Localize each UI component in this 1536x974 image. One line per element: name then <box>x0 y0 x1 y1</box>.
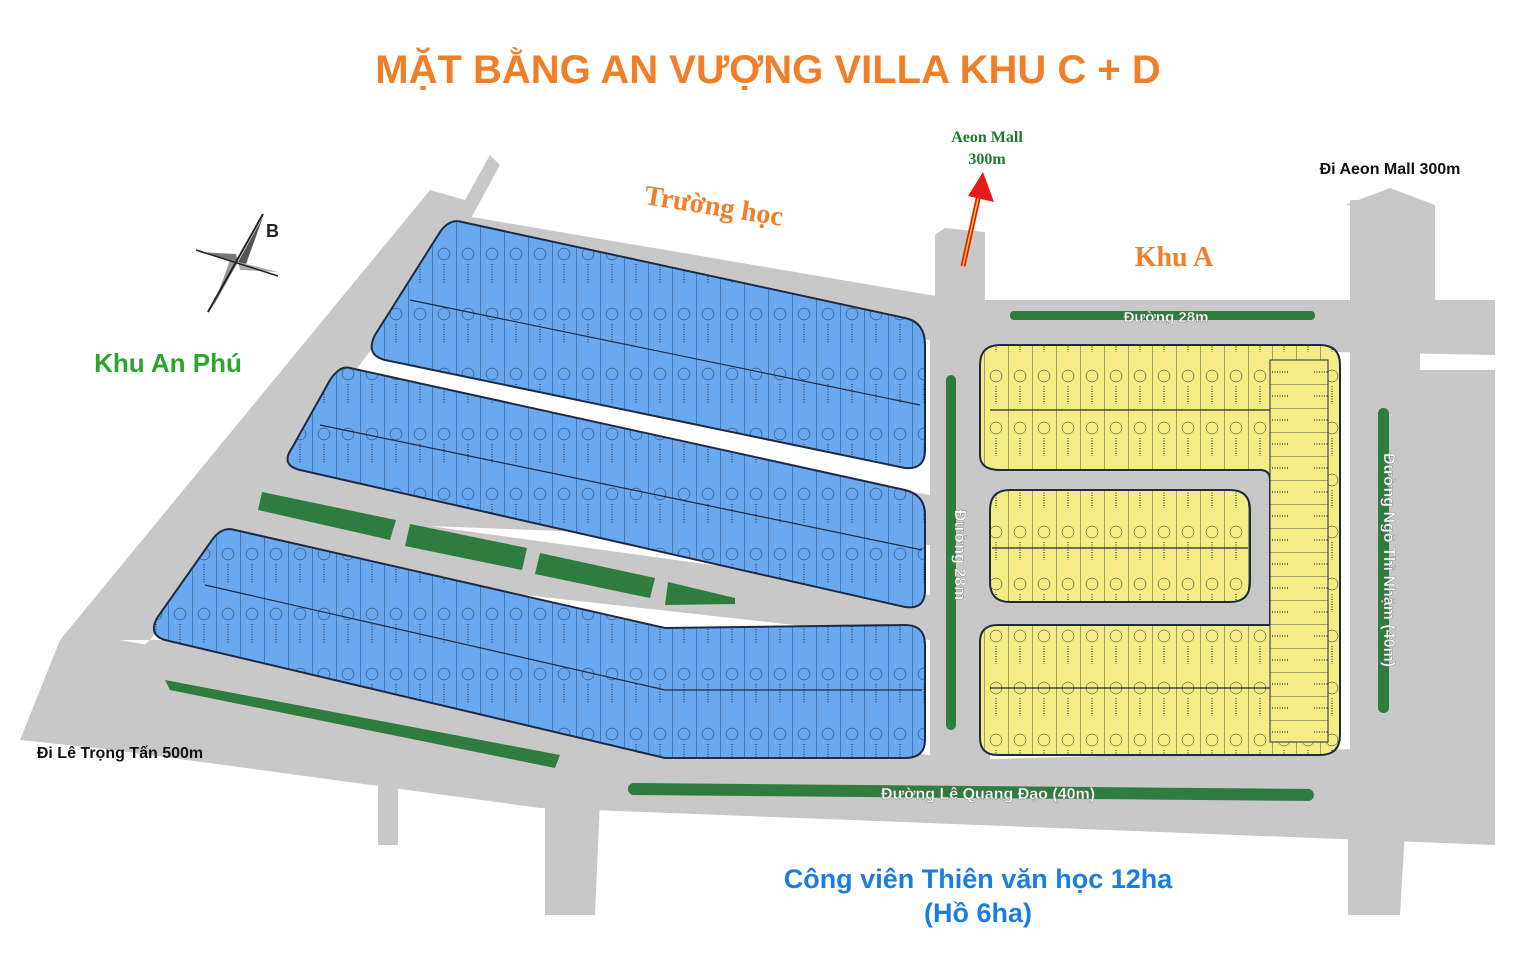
road-28-top-label: Đường 28m <box>1124 309 1209 326</box>
aeon-direction-arrow-icon <box>960 172 994 267</box>
road-le-quang-dao-label: Đường Lê Quang Đạo (40m) <box>881 786 1095 803</box>
aeon-label-line1: Aeon Mall <box>951 129 1023 146</box>
block-c-inner <box>989 489 1251 603</box>
block-d-north <box>370 220 926 470</box>
block-c-north <box>979 344 1341 756</box>
aeon-label-line2: 300m <box>968 151 1006 168</box>
road-ngo-thi-nham-label: Đường Ngô Thì Nhậm (40m) <box>1380 453 1397 667</box>
green-strips <box>165 311 1389 801</box>
park-label-line2: (Hồ 6ha) <box>924 898 1032 928</box>
road-end-marker <box>1345 188 1435 205</box>
school-label: Trường học <box>642 180 785 233</box>
khu-an-phu-label: Khu An Phú <box>94 348 242 378</box>
compass-north-label: B <box>266 221 279 241</box>
road-28-vertical-label: Đường 28m <box>951 510 968 601</box>
page-title: MẶT BẰNG AN VƯỢNG VILLA KHU C + D <box>375 46 1160 92</box>
di-le-trong-tan-label: Đi Lê Trọng Tấn 500m <box>37 745 203 762</box>
park-label-line1: Công viên Thiên văn học 12ha <box>784 864 1174 894</box>
khu-a-label: Khu A <box>1135 242 1214 273</box>
block-d-middle <box>286 366 926 609</box>
block-c-south <box>152 528 926 759</box>
compass-rose-icon: B <box>195 213 279 313</box>
di-aeon-label: Đi Aeon Mall 300m <box>1320 161 1461 178</box>
